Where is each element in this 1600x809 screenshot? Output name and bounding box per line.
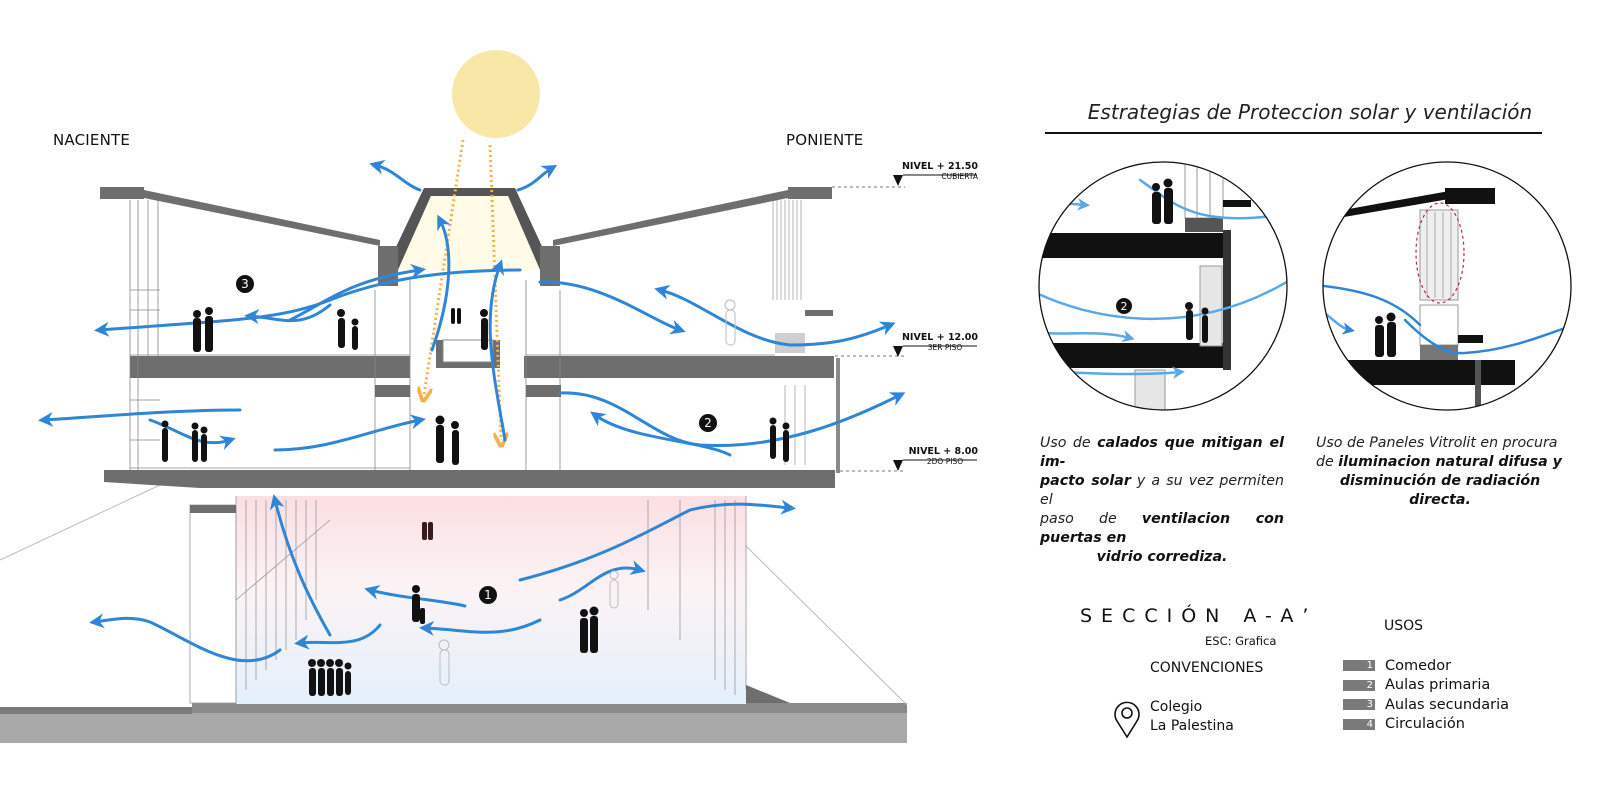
- airflow-arrow: [419, 618, 542, 636]
- airflow-arrow: [558, 391, 906, 448]
- conventions-label: CONVENCIONES: [1150, 660, 1264, 676]
- orientation-naciente: NACIENTE: [53, 131, 131, 149]
- airflow-arrow: [488, 259, 507, 442]
- level-sublabel: CUBIERTA: [941, 172, 978, 181]
- airflow-arrow: [269, 494, 332, 637]
- usos-title: USOS: [1384, 618, 1424, 634]
- building-section-drawing: 1 2 3: [0, 50, 977, 743]
- airflow-arrow: [369, 159, 422, 192]
- airflow-arrow: [590, 411, 732, 457]
- svg-text:2: 2: [704, 416, 712, 430]
- level-marker-icon: [893, 460, 903, 471]
- legend-item: 3 Aulas secundaria: [1343, 695, 1509, 715]
- airflow-arrow: [558, 560, 646, 602]
- slab-3er-piso: [130, 356, 410, 378]
- level-label: NIVEL + 12.00: [901, 332, 978, 343]
- airflow-arrow: [148, 418, 236, 450]
- level-marker-icon: [893, 346, 903, 357]
- legend-item: 4 Circulación: [1343, 715, 1509, 735]
- airflow-arrow: [294, 623, 382, 650]
- caption-vitrolit: Uso de Paneles Vitrolit en procura de il…: [1316, 435, 1562, 508]
- slab-2do-piso: [104, 470, 835, 488]
- orientation-poniente: PONIENTE: [786, 131, 864, 149]
- airflow-arrow: [516, 164, 558, 192]
- level-2do-piso: NIVEL + 8.00 2DO PISO: [900, 446, 978, 466]
- airflow-arrow: [38, 408, 242, 427]
- level-cubierta: NIVEL + 21.50 CUBIERTA: [900, 161, 978, 181]
- scale-label: ESC: Grafica: [1205, 634, 1277, 648]
- legend-item: 1 Comedor: [1343, 656, 1509, 676]
- level-sublabel: 2DO PISO: [926, 457, 964, 466]
- map-pin-icon: [1114, 701, 1140, 739]
- airflow-arrow: [273, 414, 426, 452]
- level-label: NIVEL + 21.50: [901, 161, 978, 172]
- airflow-arrow: [244, 303, 332, 325]
- airflow-arrow: [288, 263, 426, 322]
- section-title: SECCIÓN A-A’: [1080, 605, 1318, 627]
- airflow-arrow: [538, 280, 686, 335]
- level-label: NIVEL + 8.00: [908, 446, 978, 457]
- roof-left-eave: [100, 187, 144, 199]
- title-divider: [1045, 132, 1542, 134]
- people-silhouettes: [161, 307, 790, 696]
- airflow-arrow: [430, 214, 451, 352]
- solar-ray: [488, 144, 501, 440]
- legend-swatch: 1: [1343, 660, 1375, 672]
- space-marker-2: 2: [699, 414, 717, 432]
- level-marker-icon: [893, 175, 903, 186]
- location-label: Colegio La Palestina: [1150, 699, 1234, 734]
- sun-icon: [452, 50, 540, 138]
- airflow-arrow: [788, 321, 896, 347]
- airflow-arrow: [518, 499, 796, 582]
- caption-calados: Uso de calados que mitigan el im- pacto …: [1040, 435, 1284, 565]
- level-3er-piso: NIVEL + 12.00 3ER PISO: [900, 332, 978, 352]
- legend-item: 2 Aulas primaria: [1343, 676, 1509, 696]
- detail-circle-vitrolit: [1322, 161, 1572, 411]
- level-sublabel: 3ER PISO: [927, 343, 963, 352]
- detail-circle-calados: 2: [1038, 161, 1288, 411]
- strategies-title: Estrategias de Proteccion solar y ventil…: [1087, 100, 1533, 124]
- usos-legend: 1 Comedor 2 Aulas primaria 3 Aulas secun…: [1343, 656, 1509, 734]
- airflow-arrow: [654, 284, 792, 347]
- space-marker-1: 1: [479, 586, 497, 604]
- svg-text:3: 3: [241, 277, 249, 291]
- ground-slab: [0, 713, 907, 743]
- legend-swatch: 4: [1343, 718, 1375, 730]
- roof-right: [553, 190, 788, 246]
- svg-text:1: 1: [484, 588, 492, 602]
- detail-marker: 2: [1121, 300, 1128, 313]
- legend-swatch: 2: [1343, 679, 1375, 691]
- space-marker-3: 3: [236, 275, 254, 293]
- airflow-arrow: [89, 613, 282, 663]
- legend-swatch: 3: [1343, 699, 1375, 711]
